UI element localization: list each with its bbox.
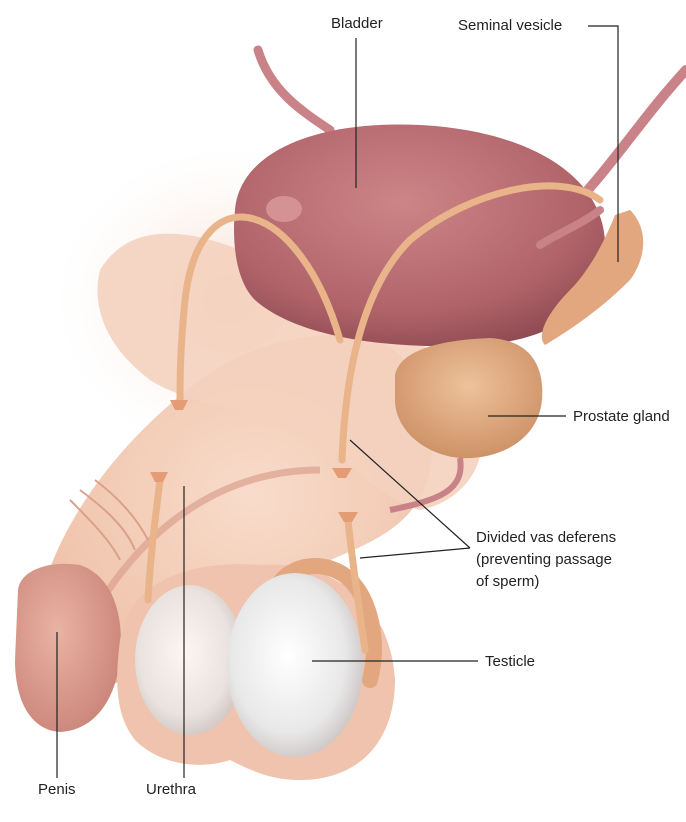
glans xyxy=(15,564,121,732)
vas-deferens-label-line3: of sperm) xyxy=(476,571,616,593)
seminal-vesicle-label: Seminal vesicle xyxy=(458,16,562,36)
testicle-label: Testicle xyxy=(485,652,535,672)
testicle-right xyxy=(227,573,363,757)
vessel-left xyxy=(258,50,330,130)
prostate-gland xyxy=(395,338,542,458)
penis-label: Penis xyxy=(38,780,76,800)
ureter-opening xyxy=(266,196,302,222)
bladder-label: Bladder xyxy=(331,14,383,34)
vas-deferens-label-line1: Divided vas deferens xyxy=(476,527,616,549)
vas-deferens-label-line2: (preventing passage xyxy=(476,549,616,571)
vas-deferens-label: Divided vas deferens (preventing passage… xyxy=(476,527,616,593)
prostate-gland-label: Prostate gland xyxy=(573,407,670,427)
urethra-label: Urethra xyxy=(146,780,196,800)
